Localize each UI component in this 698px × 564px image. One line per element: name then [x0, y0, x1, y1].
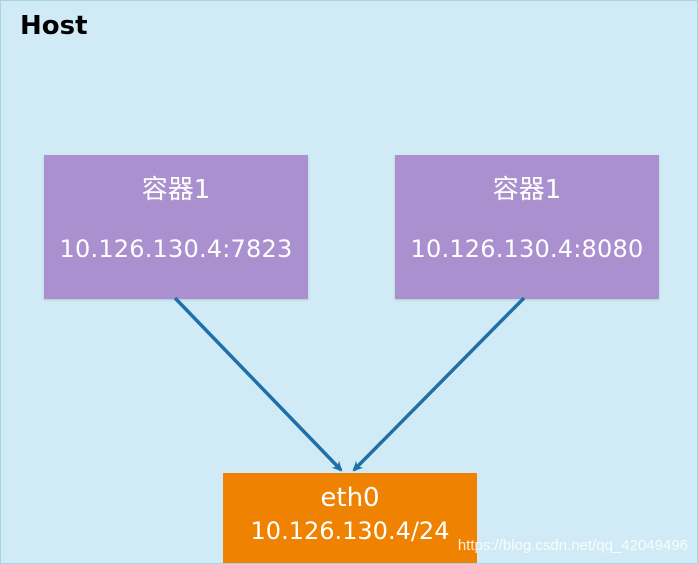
container-name: 容器1: [141, 175, 211, 205]
container-address: 10.126.130.4:8080: [410, 235, 644, 263]
container-address: 10.126.130.4:7823: [59, 235, 293, 263]
arrow-left-to-eth0: [173, 296, 343, 472]
watermark-text: https://blog.csdn.net/qq_42049496: [457, 537, 688, 554]
container-box-2: 容器1 10.126.130.4:8080: [395, 155, 659, 299]
arrow-right-to-eth0: [352, 296, 526, 472]
eth0-interface-box: eth0 10.126.130.4/24: [223, 473, 477, 563]
host-title: Host: [20, 11, 88, 41]
interface-name: eth0: [320, 483, 380, 513]
container-box-1: 容器1 10.126.130.4:7823: [44, 155, 308, 299]
interface-address: 10.126.130.4/24: [250, 517, 450, 545]
container-name: 容器1: [492, 175, 562, 205]
